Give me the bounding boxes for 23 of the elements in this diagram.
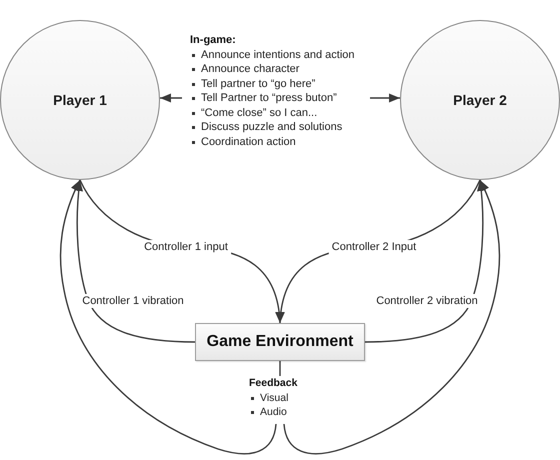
arrow — [160, 94, 182, 102]
arrow — [283, 180, 500, 454]
arrow — [74, 180, 196, 343]
bullet-item: “Come close” so I can... — [190, 106, 318, 120]
bullet-item: Discuss puzzle and solutions — [190, 120, 342, 134]
list-heading: Feedback — [249, 376, 298, 390]
bullet-item: Announce character — [190, 62, 300, 76]
bullet-item: Visual — [249, 390, 288, 405]
bullet-item: Announce intentions and action — [190, 48, 355, 62]
box-label: Game Environment — [206, 333, 354, 351]
arrow — [370, 94, 400, 102]
node-label: Player 2 — [453, 92, 507, 108]
list-heading: In-game: — [190, 33, 236, 48]
bullet-item: Tell Partner to “press buton” — [190, 91, 337, 106]
connector-line — [279, 361, 281, 376]
bullet-item: Tell partner to “go here” — [190, 76, 316, 91]
process-box — [195, 323, 365, 361]
bullet-item: Coordination action — [190, 134, 296, 149]
edge-label: Controller 2 Input — [328, 240, 420, 254]
arrow — [364, 180, 486, 343]
node-label: Player 1 — [53, 92, 107, 108]
arrow — [60, 180, 277, 454]
bullet-item: Audio — [249, 405, 287, 420]
